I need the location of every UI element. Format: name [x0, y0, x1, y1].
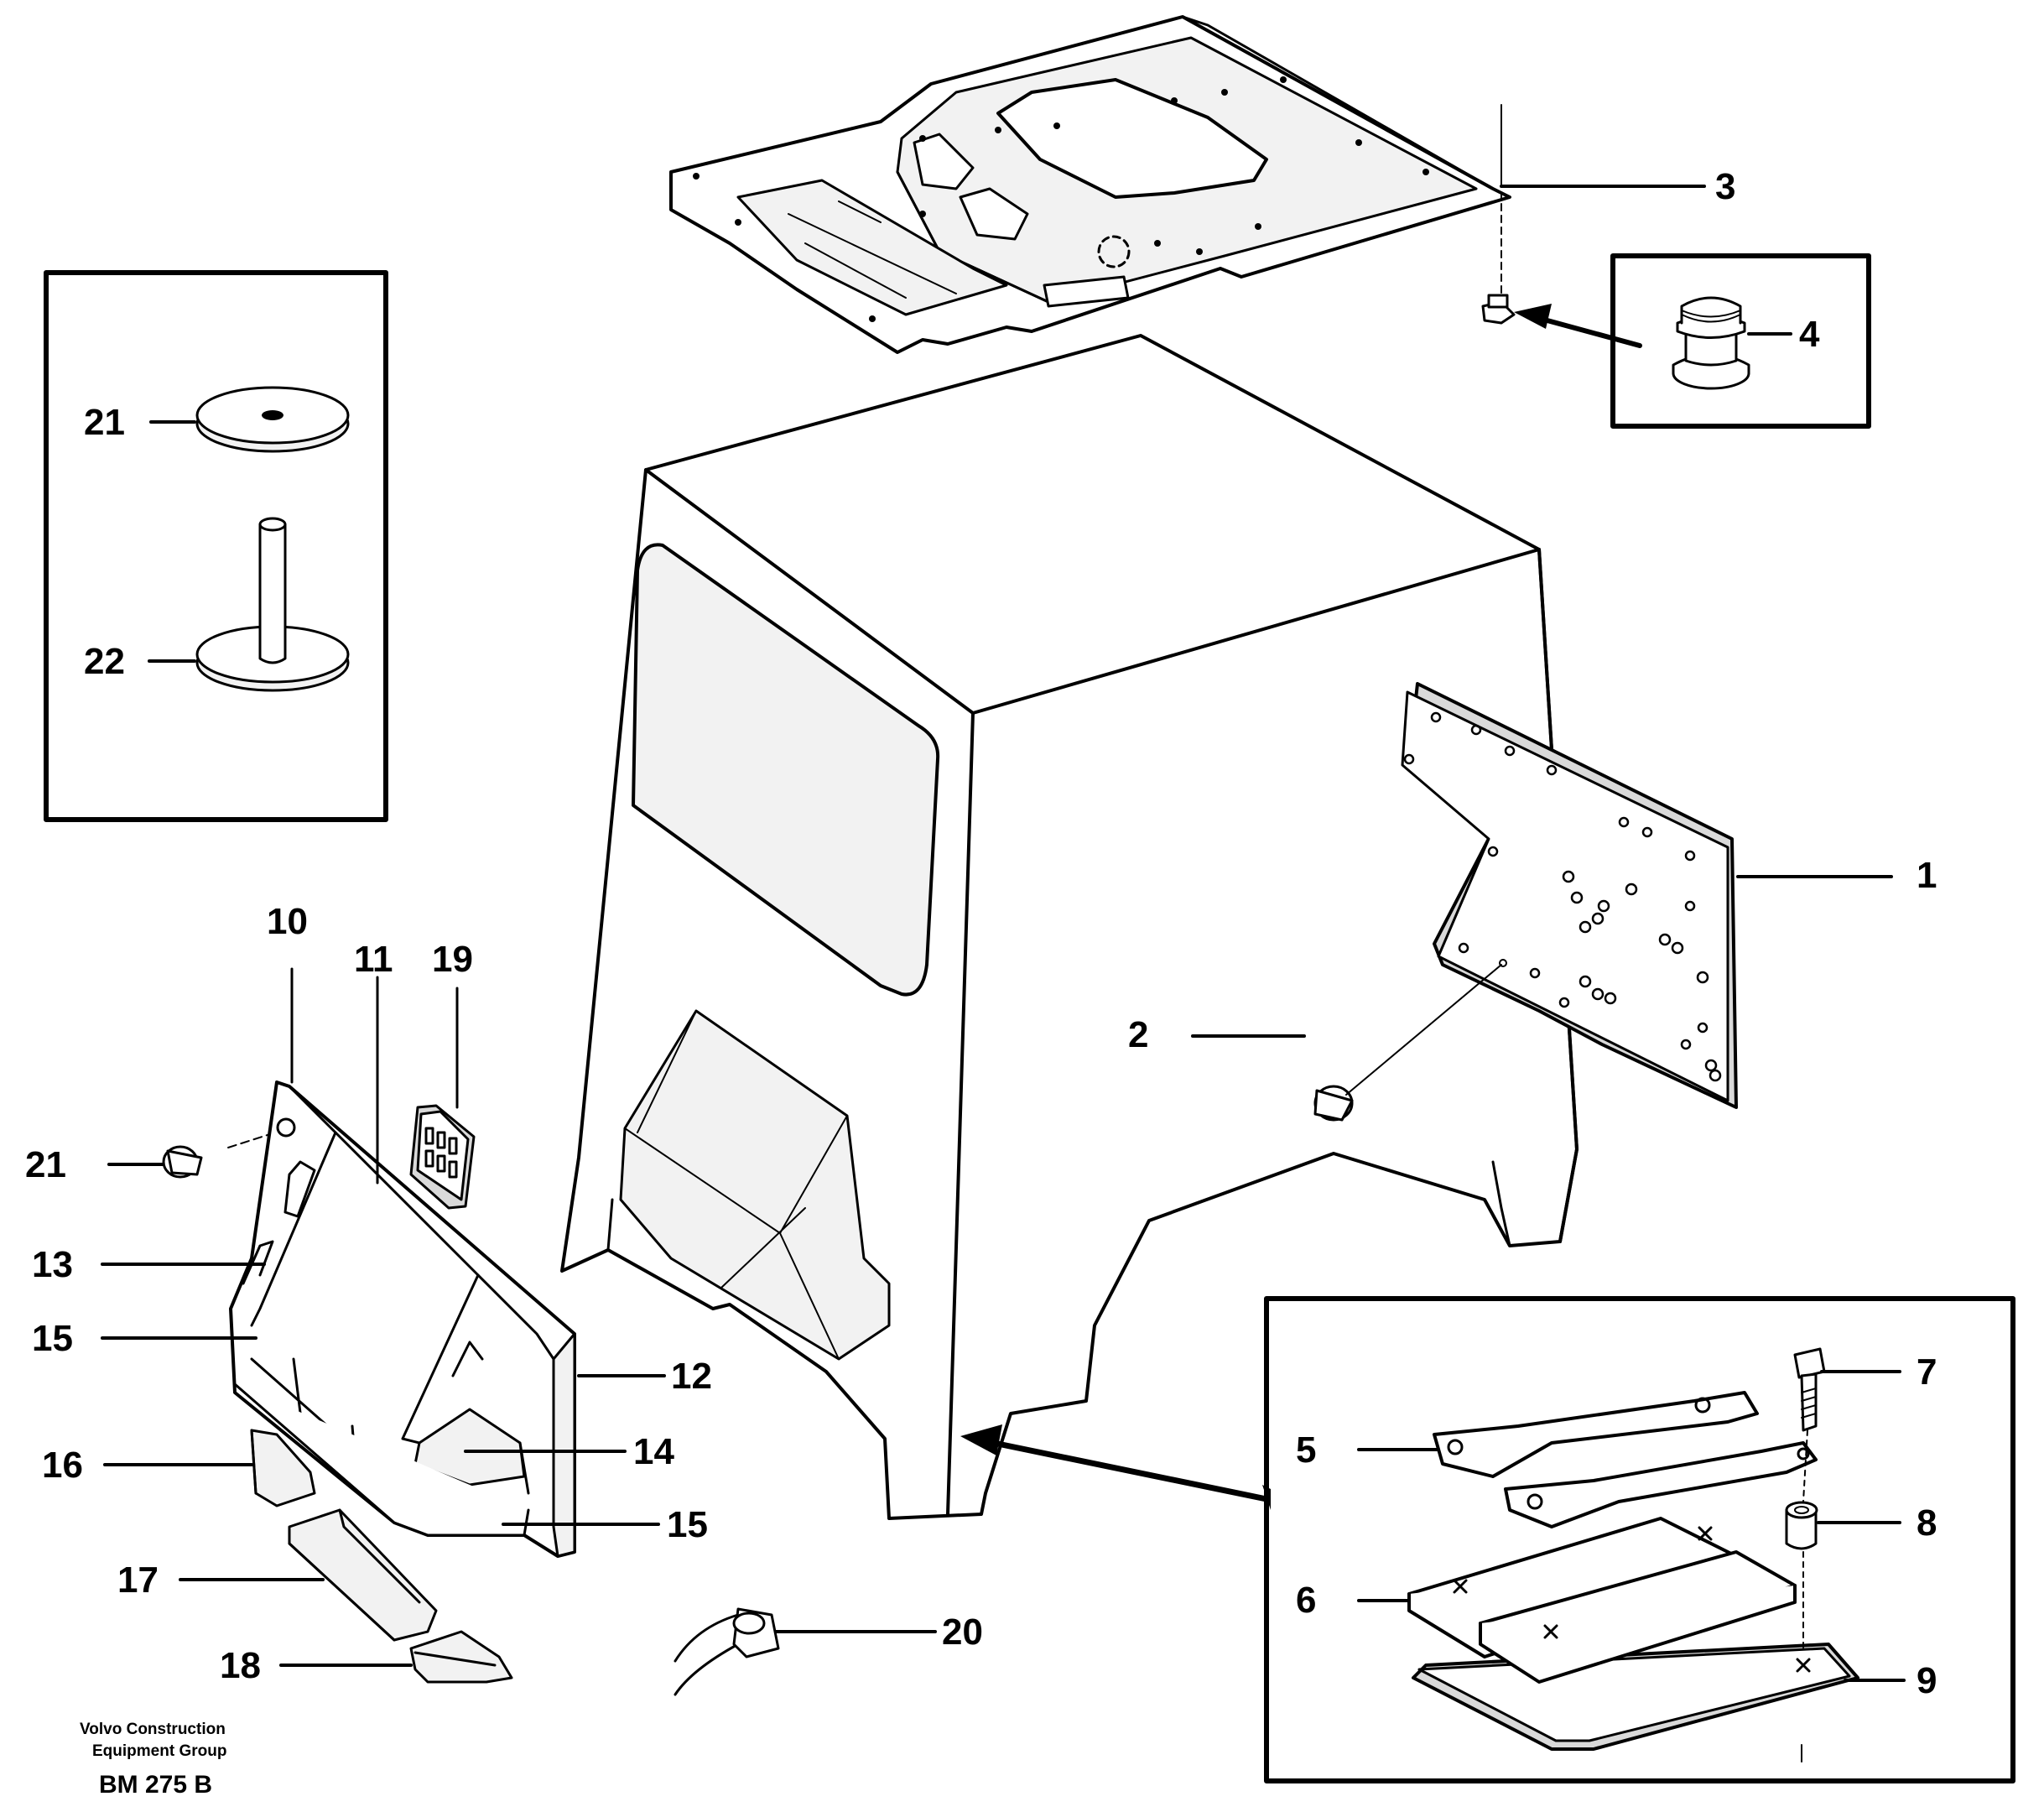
callout-17: 17	[117, 1559, 159, 1601]
callout-13: 13	[32, 1244, 73, 1285]
callout-18: 18	[220, 1645, 261, 1686]
callout-10: 10	[267, 901, 308, 942]
callout-22: 22	[84, 641, 125, 682]
callout-16: 16	[42, 1445, 83, 1486]
callout-9: 9	[1917, 1660, 1937, 1701]
trim-piece-17	[179, 1508, 438, 1642]
callout-14: 14	[633, 1431, 674, 1472]
side-console-assembly	[101, 967, 666, 1558]
callout-12: 12	[671, 1356, 712, 1397]
callout-21-box: 21	[84, 402, 125, 443]
plug-part-21	[162, 1145, 203, 1179]
callout-4: 4	[1799, 314, 1820, 355]
callout-11: 11	[354, 939, 393, 980]
arrow-to-detail-4	[1514, 304, 1642, 348]
roof-panel	[669, 15, 1511, 354]
callout-labels: 1 2 3 4 5 6 7 8 9 10 11 12 13 14 15 15 1…	[25, 166, 1937, 1701]
trim-piece-18	[279, 1630, 513, 1684]
callout-20: 20	[942, 1612, 983, 1653]
callout-19: 19	[432, 939, 473, 980]
callout-21-left: 21	[25, 1144, 66, 1185]
callout-3: 3	[1715, 166, 1735, 207]
callout-15-right: 15	[667, 1504, 708, 1545]
strap-part-20	[674, 1607, 937, 1696]
callout-5: 5	[1296, 1429, 1316, 1471]
roof-screw	[1481, 294, 1516, 325]
detail-box-5-9	[1264, 1296, 2015, 1783]
detail-box-4	[1610, 253, 1871, 429]
callout-8: 8	[1917, 1502, 1937, 1544]
callout-2: 2	[1128, 1014, 1148, 1055]
callout-6: 6	[1296, 1580, 1316, 1621]
footer-credit: Volvo Construction Equipment Group BM 27…	[80, 1721, 226, 1799]
callout-15-left: 15	[32, 1318, 73, 1359]
cab-body	[560, 334, 1579, 1520]
detail-box-21-22	[44, 270, 388, 822]
footer-company-line2: Equipment Group	[92, 1742, 226, 1760]
callout-1: 1	[1917, 855, 1937, 896]
plug-part-2	[1191, 959, 1507, 1122]
trim-piece-16	[103, 1429, 316, 1507]
callout-7: 7	[1917, 1351, 1937, 1393]
drawing-code: BM 275 B	[99, 1771, 212, 1799]
footer-company-line1: Volvo Construction	[80, 1721, 226, 1738]
arrow-to-detail-5-9	[960, 1424, 1271, 1510]
side-panel-plate	[1401, 682, 1893, 1109]
